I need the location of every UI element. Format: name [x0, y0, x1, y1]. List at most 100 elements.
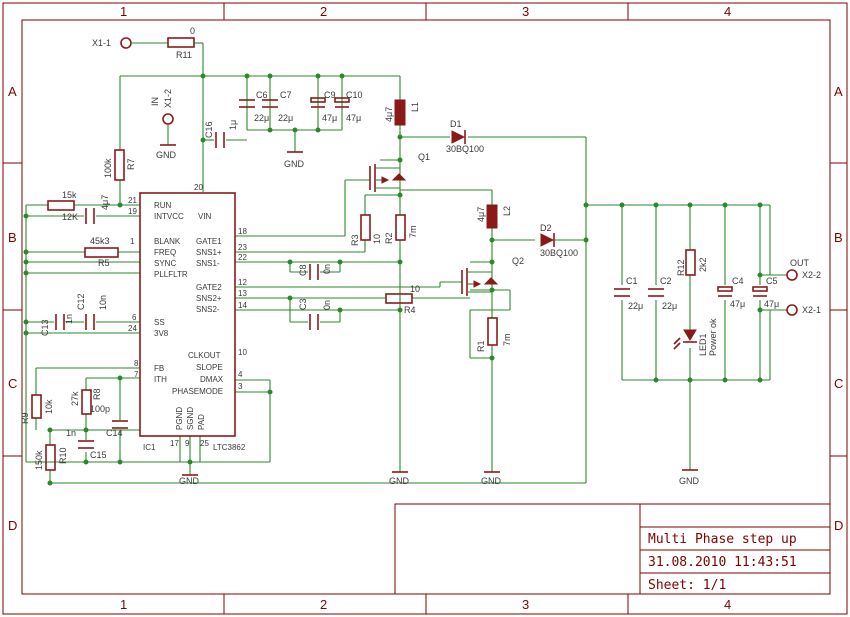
junctions [23, 73, 763, 486]
l1-value: 4μ7 [384, 107, 394, 122]
ic-pin-sns2p-num: 13 [238, 289, 247, 298]
ic-pin-sns1m-num: 22 [238, 253, 247, 262]
d2-name: D2 [540, 223, 552, 233]
d1-value: 30BQ100 [446, 144, 484, 154]
r8-name: R8 [92, 388, 102, 400]
q1-name: Q1 [418, 152, 430, 162]
capacitor-c5[interactable]: C5 47μ [752, 276, 779, 309]
capacitor-c9[interactable]: C9 47μ [310, 90, 337, 123]
capacitor-c14[interactable]: C14 100p [90, 404, 128, 438]
c10-name: C10 [346, 90, 363, 100]
diode-d1[interactable]: D1 30BQ100 [446, 119, 484, 154]
resistor-r11[interactable]: R11 0 [167, 26, 195, 60]
mosfet-q2[interactable]: Q2 [461, 256, 524, 296]
mosfets: Q1 Q2 [369, 152, 524, 296]
row-label-left-c: C [8, 376, 17, 391]
c9-value: 47μ [322, 113, 337, 123]
c14-name: C14 [106, 428, 123, 438]
ic-pin-gate2: GATE2 [196, 283, 222, 292]
capacitor-c15[interactable]: C15 1n [66, 428, 107, 460]
ic-pin-ss-num: 6 [132, 313, 137, 322]
mosfet-q1[interactable]: Q1 [369, 152, 430, 192]
capacitor-c16[interactable]: C16 1μ [204, 120, 238, 148]
diode-d2[interactable]: D2 30BQ100 [540, 223, 578, 258]
x2-2-pad[interactable] [786, 269, 798, 281]
capacitor-c12[interactable]: C12 10n [76, 293, 108, 330]
title-block: Multi Phase step up 31.08.2010 11:43:51 … [394, 503, 831, 595]
row-label-right-c: C [834, 376, 843, 391]
ic-pin-ss: SS [154, 318, 165, 327]
gnd-output: GND [679, 469, 700, 486]
l2-name: L2 [502, 206, 512, 216]
capacitor-c1[interactable]: C1 22μ [614, 276, 643, 311]
capacitor-c2[interactable]: C2 22μ [648, 276, 677, 311]
resistor-r10[interactable]: R10 150k [34, 444, 68, 471]
resistor-r3[interactable]: R3 10 [350, 214, 382, 246]
row-label-right-d: D [834, 518, 843, 533]
gnd-label-output: GND [679, 476, 700, 486]
capacitor-c13[interactable]: C13 1n [40, 314, 74, 336]
capacitor-c4[interactable]: C4 47μ [717, 276, 745, 309]
resistor-r12[interactable]: R12 2k2 [676, 249, 708, 276]
col-label-top-4: 4 [724, 4, 731, 19]
resistor-r7[interactable]: R7 100k [103, 149, 136, 181]
ic-pin-run-num: 21 [128, 196, 137, 205]
resistor-r1[interactable]: R1 7m [476, 317, 512, 352]
resistor-r2[interactable]: R2 7m [384, 214, 418, 244]
ic-pin-gate2-num: 12 [238, 278, 247, 287]
ic-pin-clkout-num: 10 [238, 348, 247, 357]
r11-value: 0 [190, 26, 195, 36]
gnd-input: GND [156, 144, 177, 160]
c12-value: 10n [98, 295, 108, 310]
ic-top-pin-num: 20 [194, 183, 203, 192]
capacitor-c7[interactable]: C7 22μ [262, 90, 293, 123]
capacitor-c10[interactable]: C10 47μ [334, 90, 363, 123]
ic-pin-clkout: CLKOUT [188, 351, 221, 360]
c4-name: C4 [732, 276, 744, 286]
ic-pin-gate1-num: 18 [238, 227, 247, 236]
title-block-title: Multi Phase step up [648, 532, 797, 547]
r-15k-value: 15k [62, 190, 77, 200]
resistor-r8[interactable]: R8 27k [70, 388, 102, 415]
r8-value: 27k [70, 391, 80, 406]
x2-1-pad[interactable] [786, 304, 798, 316]
title-block-sheet: Sheet: 1/1 [648, 578, 726, 593]
c-12k-value: 12K [62, 212, 78, 222]
col-label-top-1: 1 [120, 4, 127, 19]
led1[interactable]: LED1 Power ok [673, 318, 718, 356]
resistor-r4[interactable]: 10 R4 [385, 284, 420, 315]
inductor-l2[interactable]: L2 4μ7 [476, 204, 512, 229]
capacitor-c8[interactable]: C8 0n [298, 264, 332, 280]
ic-pin-phasemode: PHASEMODE [172, 387, 223, 396]
c7-value: 22μ [278, 113, 293, 123]
c2-value: 22μ [662, 301, 677, 311]
capacitor-c3[interactable]: C3 0n [298, 298, 332, 330]
capacitor-12k[interactable]: 12K 4μ7 [62, 195, 110, 224]
ic-pin-gate1: GATE1 [196, 237, 222, 246]
in-label: IN [150, 97, 160, 106]
resistor-15k[interactable]: 15k [47, 190, 77, 211]
ic-name: IC1 [143, 443, 156, 452]
resistor-r9[interactable]: R9 10k [20, 394, 54, 424]
x1-1-pad[interactable] [120, 37, 132, 49]
col-label-bottom-2: 2 [320, 597, 327, 612]
gnd-label-input: GND [156, 150, 177, 160]
r1-value: 7m [502, 333, 512, 346]
r9-name: R9 [20, 412, 30, 424]
c4-value: 47μ [730, 299, 745, 309]
ic-pin-fb-num: 8 [134, 359, 139, 368]
ic-pin-dmax: DMAX [200, 375, 224, 384]
r3-value: 10 [372, 234, 382, 244]
ic-pin-sns2m: SNS2- [196, 305, 220, 314]
c8-value: 0n [322, 264, 332, 274]
inductor-l1[interactable]: L1 4μ7 [384, 99, 420, 126]
capacitor-c6[interactable]: C6 22μ [239, 90, 269, 123]
resistor-r5[interactable]: 45k3 R5 [84, 236, 119, 268]
gnd-label-q1: GND [389, 476, 410, 486]
l2-value: 4μ7 [476, 207, 486, 222]
ic-pin-pad-num: 25 [200, 439, 209, 448]
ic-pin-pgnd-num: 17 [170, 439, 179, 448]
x1-2-pad[interactable] [162, 113, 174, 125]
ic-pin-sgnd-num: 9 [185, 439, 190, 448]
